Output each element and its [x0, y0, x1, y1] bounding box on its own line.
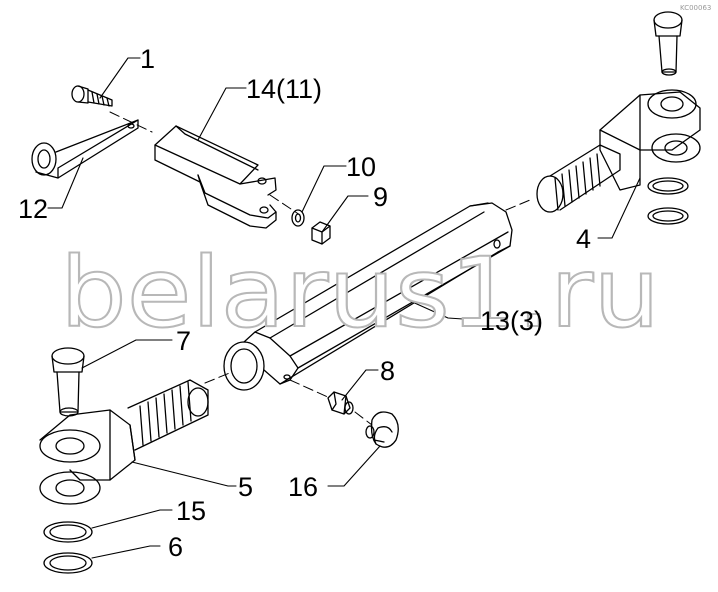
callout-8: 8	[380, 356, 395, 386]
callout-9: 9	[373, 182, 388, 212]
part-pin-upper	[653, 11, 683, 76]
part-main-tube	[223, 202, 513, 391]
part-cap	[365, 411, 399, 448]
watermark-text: belarus1.ru	[60, 237, 660, 349]
callout-14: 14(11)	[246, 74, 322, 104]
callout-7: 7	[176, 326, 191, 356]
part-upper-clevis	[536, 89, 701, 213]
leader-lines	[47, 57, 641, 559]
part-bolt	[71, 85, 113, 107]
part-ring-lower-15	[43, 521, 93, 543]
part-grease-nipple	[327, 391, 354, 415]
callout-13: 13(3)	[480, 306, 543, 336]
part-ring-upper-a	[647, 177, 689, 195]
callout-10: 10	[346, 152, 376, 182]
part-washer	[291, 209, 305, 227]
part-link-strap	[31, 119, 139, 179]
callout-12: 12	[18, 194, 48, 224]
part-ring-lower-6	[43, 552, 93, 574]
part-bracket-plate	[154, 125, 277, 229]
part-lower-clevis	[39, 379, 209, 505]
callout-5: 5	[238, 472, 253, 502]
callout-15: 15	[176, 496, 206, 526]
part-ring-upper-b	[647, 207, 689, 225]
corner-mark: KC00063	[680, 4, 711, 12]
callout-1: 1	[140, 44, 155, 74]
callout-16: 16	[288, 472, 318, 502]
callout-4: 4	[576, 224, 591, 254]
part-pin-lower	[51, 347, 85, 417]
callout-6: 6	[168, 532, 183, 562]
